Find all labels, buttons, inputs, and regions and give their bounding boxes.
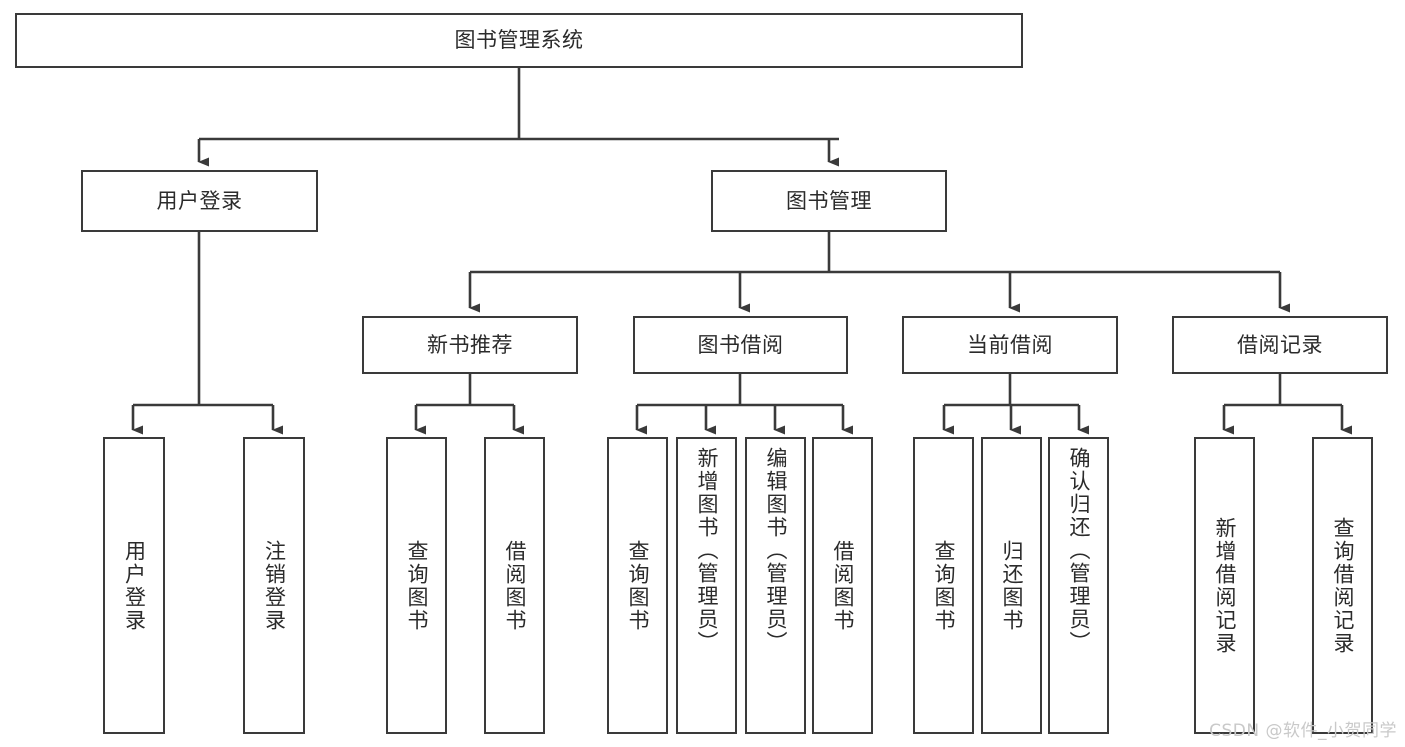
node-book-borrow[interactable]: 图书借阅 xyxy=(633,316,848,374)
node-leaf-confirm-return-label: 确认归还（管理员） xyxy=(1067,447,1091,654)
node-current-borrow-label: 当前借阅 xyxy=(967,332,1053,357)
node-leaf-edit-book-label: 编辑图书（管理员） xyxy=(764,447,788,654)
node-book-borrow-label: 图书借阅 xyxy=(697,332,784,357)
node-borrow-record[interactable]: 借阅记录 xyxy=(1172,316,1388,374)
node-leaf-add-record[interactable]: 新增借阅记录 xyxy=(1194,437,1255,734)
node-leaf-logout[interactable]: 注销登录 xyxy=(243,437,305,734)
node-book-manage[interactable]: 图书管理 xyxy=(711,170,947,232)
node-current-borrow[interactable]: 当前借阅 xyxy=(902,316,1118,374)
node-leaf-user-login-label: 用户登录 xyxy=(122,539,147,632)
node-new-book-recommend[interactable]: 新书推荐 xyxy=(362,316,578,374)
node-root[interactable]: 图书管理系统 xyxy=(15,13,1023,68)
node-leaf-query-record-label: 查询借阅记录 xyxy=(1331,516,1355,655)
csdn-watermark: CSDN @软件_小贺同学 xyxy=(1209,721,1397,741)
node-leaf-query-book-1[interactable]: 查询图书 xyxy=(386,437,447,734)
node-borrow-record-label: 借阅记录 xyxy=(1237,332,1323,357)
node-leaf-return-book[interactable]: 归还图书 xyxy=(981,437,1042,734)
node-leaf-query-book-2-label: 查询图书 xyxy=(626,539,650,632)
node-leaf-query-book-3[interactable]: 查询图书 xyxy=(913,437,974,734)
node-leaf-logout-label: 注销登录 xyxy=(262,539,287,632)
node-new-book-recommend-label: 新书推荐 xyxy=(427,332,513,357)
node-leaf-borrow-book-1-label: 借阅图书 xyxy=(503,539,527,632)
node-user-login-label: 用户登录 xyxy=(156,188,243,213)
node-leaf-edit-book[interactable]: 编辑图书（管理员） xyxy=(745,437,806,734)
node-leaf-return-book-label: 归还图书 xyxy=(1000,539,1024,632)
node-leaf-borrow-book-2[interactable]: 借阅图书 xyxy=(812,437,873,734)
node-user-login[interactable]: 用户登录 xyxy=(81,170,318,232)
node-book-manage-label: 图书管理 xyxy=(786,188,872,213)
node-leaf-confirm-return[interactable]: 确认归还（管理员） xyxy=(1048,437,1109,734)
node-root-label: 图书管理系统 xyxy=(454,28,584,53)
node-leaf-add-book[interactable]: 新增图书（管理员） xyxy=(676,437,737,734)
node-leaf-query-book-3-label: 查询图书 xyxy=(932,539,956,632)
node-leaf-query-book-2[interactable]: 查询图书 xyxy=(607,437,668,734)
node-leaf-borrow-book-1[interactable]: 借阅图书 xyxy=(484,437,545,734)
node-leaf-query-book-1-label: 查询图书 xyxy=(405,539,429,632)
node-leaf-add-record-label: 新增借阅记录 xyxy=(1213,516,1237,655)
node-leaf-user-login[interactable]: 用户登录 xyxy=(103,437,165,734)
node-leaf-borrow-book-2-label: 借阅图书 xyxy=(831,539,855,632)
node-leaf-add-book-label: 新增图书（管理员） xyxy=(695,447,719,654)
node-leaf-query-record[interactable]: 查询借阅记录 xyxy=(1312,437,1373,734)
